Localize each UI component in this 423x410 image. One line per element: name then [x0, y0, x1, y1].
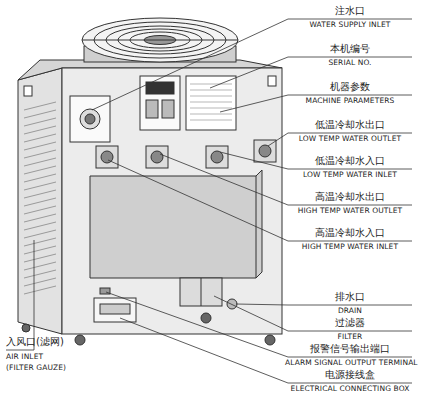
callout-label: 低温冷却水入口	[285, 156, 415, 166]
callout-label: ALARM SIGNAL OUTPUT TERMINAL	[285, 359, 415, 367]
callout-label: DRAIN	[285, 307, 415, 315]
water-flanges	[96, 140, 276, 168]
nameplate	[186, 76, 236, 130]
callout-label: 本机编号	[285, 44, 415, 54]
callout-label: HIGH TEMP WATER OUTLET	[285, 207, 415, 215]
callout-label: 高温冷却水入口	[285, 228, 415, 238]
callout-label: 电源接线盒	[285, 370, 415, 380]
callout-label: (FILTER GAUZE)	[6, 364, 66, 372]
callout-label: LOW TEMP WATER OUTLET	[285, 135, 415, 143]
callout-label: WATER SUPPLY INLET	[285, 21, 415, 29]
callout-label: 低温冷却水出口	[285, 120, 415, 130]
callout-label: AIR INLET	[6, 353, 43, 361]
callout-label: 入风口(滤网)	[6, 337, 64, 347]
callout-label: 过滤器	[285, 318, 415, 328]
fan-grill	[82, 18, 238, 62]
drain	[227, 299, 237, 309]
front-panel	[62, 68, 282, 334]
side-panel	[18, 68, 62, 334]
callout-label: 高温冷却水出口	[285, 192, 415, 202]
callout-label: LOW TEMP WATER INLET	[285, 171, 415, 179]
callout-label: 机器参数	[285, 82, 415, 92]
callout-label: FILTER	[285, 333, 415, 341]
air-vents	[24, 102, 56, 294]
callout-label: 注水口	[285, 6, 415, 16]
callout-label: 排水口	[285, 292, 415, 302]
filter	[180, 278, 222, 306]
callout-label: 报警信号输出端口	[285, 344, 415, 354]
electrical-box	[94, 298, 136, 322]
callout-label: MACHINE PARAMETERS	[285, 97, 415, 105]
callout-label: HIGH TEMP WATER INLET	[285, 243, 415, 251]
cover-box	[90, 170, 262, 278]
control-panel	[140, 76, 180, 130]
callout-label: SERIAL NO.	[285, 59, 415, 67]
callout-label: ELECTRICAL CONNECTING BOX	[285, 385, 415, 393]
sight-window	[70, 96, 110, 142]
